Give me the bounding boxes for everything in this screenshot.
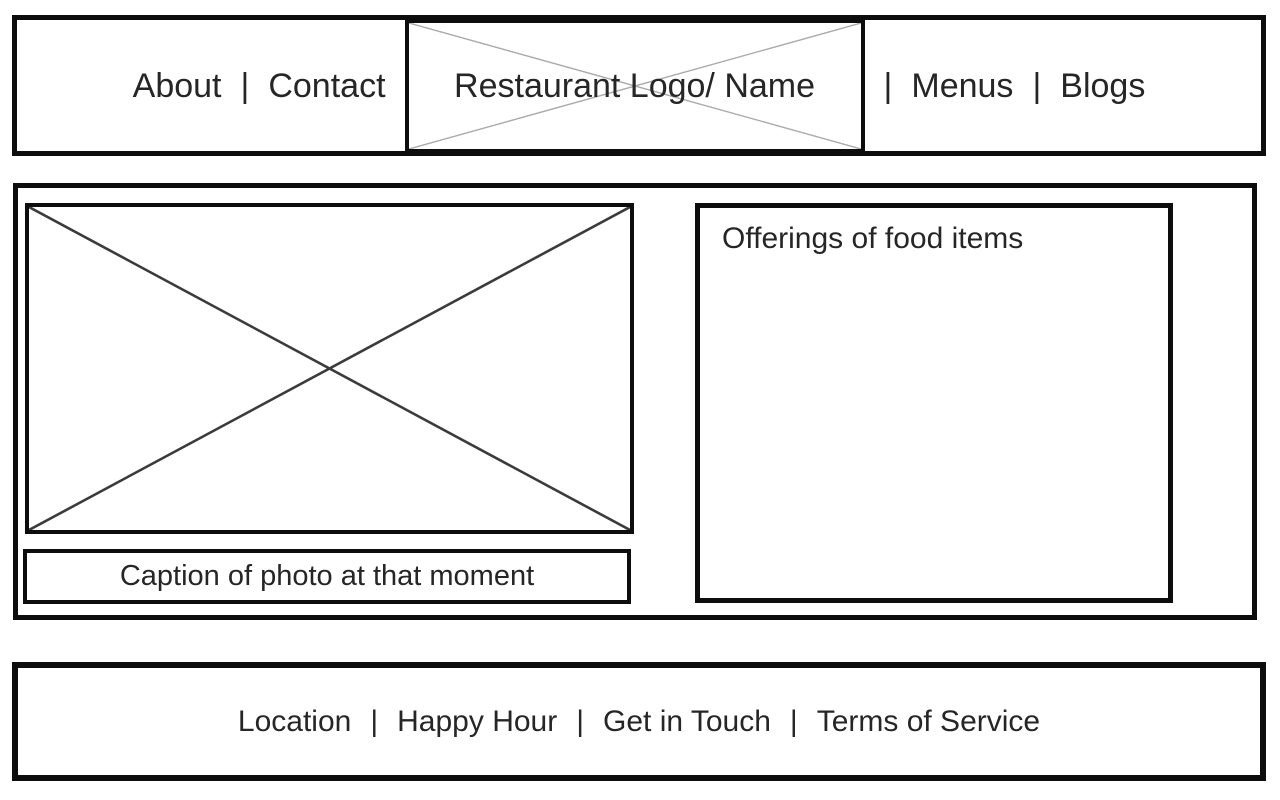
photo-placeholder [25,203,634,534]
logo-placeholder-cross-icon [409,23,861,149]
footer-link-terms-of-service[interactable]: Terms of Service [816,704,1041,738]
photo-caption-text: Caption of photo at that moment [119,560,535,592]
nav-item-menus[interactable]: Menus [911,66,1014,105]
restaurant-logo[interactable]: Restaurant Logo/ Name [404,18,865,153]
footer-separator: | [789,704,798,738]
nav-separator: | [1032,66,1042,105]
footer-bar: Location | Happy Hour | Get in Touch | T… [12,662,1266,781]
footer-link-get-in-touch[interactable]: Get in Touch [603,704,771,738]
main-content: Caption of photo at that moment Offering… [13,183,1257,620]
nav-item-blogs[interactable]: Blogs [1060,66,1146,105]
offerings-panel: Offerings of food items [695,203,1173,603]
footer-separator: | [370,704,379,738]
footer-link-happy-hour[interactable]: Happy Hour [397,704,558,738]
header-nav-bar: About | Contact Restaurant Logo/ Name | … [12,15,1266,156]
nav-separator: | [240,66,250,105]
footer-separator: | [576,704,585,738]
offerings-title: Offerings of food items [722,222,1024,255]
logo-label: Restaurant Logo/ Name [454,66,816,105]
nav-item-about[interactable]: About [132,66,222,105]
nav-item-contact[interactable]: Contact [268,66,386,105]
photo-placeholder-cross-icon [29,207,630,530]
primary-nav: About | Contact Restaurant Logo/ Name | … [132,18,1146,153]
photo-caption-box: Caption of photo at that moment [23,549,631,604]
footer-link-location[interactable]: Location [237,704,352,738]
nav-separator: | [883,66,893,105]
